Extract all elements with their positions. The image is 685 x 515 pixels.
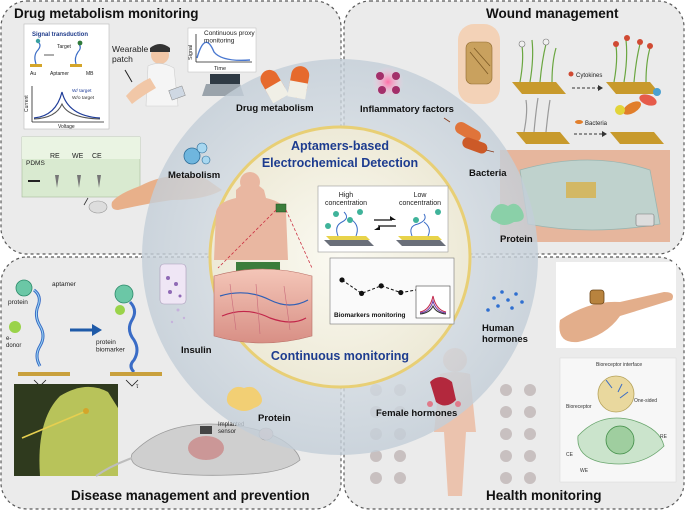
ring-label-insulin: Insulin — [181, 345, 212, 356]
ring-label-protein-right: Protein — [500, 234, 533, 245]
tl-pdms-label: PDMS — [26, 160, 45, 167]
biomarker-point — [378, 283, 384, 289]
insulin-icon — [159, 263, 187, 324]
br-panel-sensor: Bioreceptor interface Bioreceptor One-si… — [559, 357, 677, 483]
biomarker-chart-label: Biomarkers monitoring — [334, 312, 406, 319]
tr-bacteria-label: Bacteria — [585, 121, 608, 127]
tl-panel-signal: Signal transduction Target Au Aptamer MB… — [23, 23, 110, 130]
tl-current-axis: Current — [24, 95, 30, 112]
center-biomarker-chart: Biomarkers monitoring — [329, 257, 455, 325]
center-skin-section — [213, 262, 313, 344]
br-interface-label: Bioreceptor interface — [596, 362, 642, 368]
quadrant-title-top-left: Drug metabolism monitoring — [14, 6, 199, 21]
biomarker-inset-curve-purple — [419, 299, 447, 314]
center-torso — [214, 172, 313, 269]
tl-signal-transduction: Signal transduction — [32, 32, 88, 38]
bl-protein-label: protein — [8, 299, 28, 306]
tl-target-label: Target — [57, 44, 72, 50]
tl-voltage-axis: Voltage — [58, 124, 75, 130]
center-title-line1: Aptamers-based — [291, 139, 389, 153]
bl-panel-photo — [14, 384, 118, 476]
biomarker-point — [398, 289, 404, 296]
br-re-label: RE — [660, 434, 668, 440]
tl-au-label: Au — [30, 71, 36, 77]
tr-panel-bandage — [458, 24, 500, 104]
quadrant-title-bottom-left: Disease management and prevention — [71, 488, 310, 503]
br-ce-label: CE — [566, 452, 574, 458]
tl-re-label: RE — [50, 153, 60, 160]
ring-label-drug-metabolism: Drug metabolism — [236, 103, 314, 114]
br-bioreceptor-label: Bioreceptor — [566, 404, 592, 410]
protein-icon-right — [490, 203, 524, 225]
br-panel-finger — [556, 262, 676, 348]
tr-panel-bacteria: Bacteria — [516, 88, 664, 144]
ring-label-protein-bottom: Protein — [258, 413, 291, 424]
ring-label-female-hormones: Female hormones — [376, 408, 457, 419]
metabolism-icon — [183, 142, 211, 165]
center-title-line2: Electrochemical Detection — [262, 156, 418, 170]
tl-time-axis: Time — [214, 66, 226, 72]
bl-donor-label: e-donor — [6, 336, 21, 349]
br-one-sided-label: One-sided — [634, 398, 657, 404]
tl-mb-label: MB — [86, 71, 94, 77]
biomarker-inset-curve-red — [419, 295, 447, 313]
inflammatory-factors-icon — [372, 66, 404, 98]
pill-icon — [260, 66, 310, 104]
bl-panel-mechanism: protein aptamer e-donor τ proteinbiomark… — [6, 279, 162, 390]
quadrant-title-bottom-right: Health monitoring — [486, 488, 602, 503]
tr-cytokines-label: Cytokines — [576, 73, 602, 79]
bl-tau-right: τ — [136, 384, 139, 390]
biomarker-point — [339, 277, 345, 283]
ring-label-metabolism: Metabolism — [168, 170, 220, 181]
tl-w-target: W/ target — [72, 88, 92, 94]
tl-signal-axis: Signal — [188, 45, 194, 60]
biomarker-point — [359, 290, 365, 296]
bacteria-icon — [443, 117, 495, 154]
quadrant-title-top-right: Wound management — [486, 6, 619, 21]
tl-wo-target: W/o target — [72, 95, 95, 101]
biomarker-inset-curve-black — [419, 304, 447, 315]
ring-label-inflammatory: Inflammatory factors — [360, 104, 454, 115]
tl-ce-label: CE — [92, 153, 102, 160]
protein-icon-bottom — [226, 386, 262, 411]
female-hormones-icon — [427, 377, 461, 407]
bl-aptamer-label: aptamer — [52, 281, 77, 288]
tr-panel-cytokines: Cytokines — [512, 35, 660, 94]
center-subtitle: Continuous monitoring — [271, 349, 409, 363]
biomarker-series-line — [341, 279, 441, 294]
br-we-label: WE — [580, 468, 589, 474]
tl-aptamer-label: Aptamer — [50, 71, 69, 77]
ring-label-bacteria: Bacteria — [469, 168, 507, 179]
human-hormones-icon — [486, 290, 524, 312]
tl-we-label: WE — [72, 153, 84, 160]
